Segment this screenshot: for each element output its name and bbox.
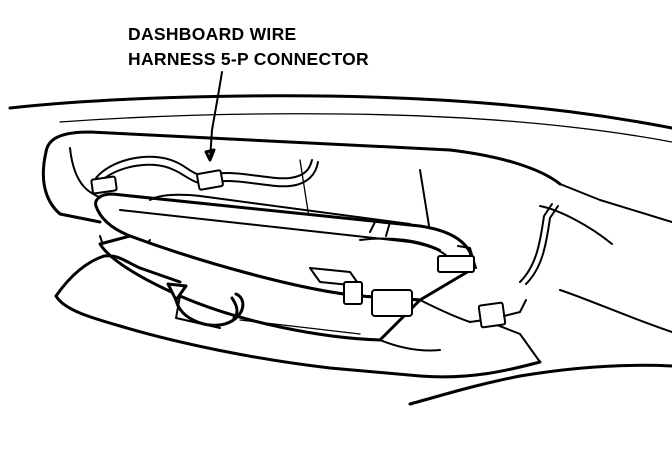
lower-dashboard-edge <box>408 289 672 406</box>
callout-leader-line <box>209 71 223 161</box>
dashboard-top-edge <box>8 94 672 143</box>
curved-arrow-icon <box>166 282 245 327</box>
harness-clip <box>90 175 118 195</box>
protective-cloth <box>54 254 542 379</box>
callout-label: DASHBOARD WIRE HARNESS 5-P CONNECTOR <box>128 22 369 72</box>
callout-label-line2: HARNESS 5-P CONNECTOR <box>128 49 369 69</box>
glove-box-tray <box>94 192 477 342</box>
five-pin-connector <box>196 71 224 191</box>
side-connector <box>477 203 559 329</box>
callout-label-line1: DASHBOARD WIRE <box>128 24 297 44</box>
dashboard-cavity <box>41 130 672 245</box>
